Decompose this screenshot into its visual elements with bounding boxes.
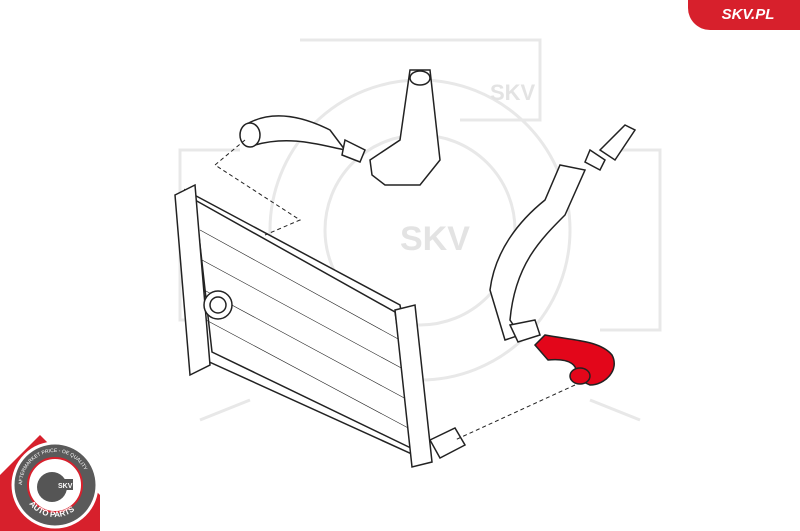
quality-badge: SKV AFTERMARKET PRICE - OE QUALITY AUTO … <box>0 435 100 531</box>
badge-center-text: SKV <box>58 483 73 490</box>
right-pipe <box>489 124 637 343</box>
upper-hose <box>239 69 441 186</box>
watermark-text-center: SKV <box>400 220 470 258</box>
watermark-text-top: SKV <box>490 80 536 105</box>
intercooler <box>174 183 467 468</box>
connection-lines <box>214 139 576 441</box>
highlighted-hose <box>533 334 615 386</box>
brand-logo: SKV.PL <box>688 0 800 30</box>
